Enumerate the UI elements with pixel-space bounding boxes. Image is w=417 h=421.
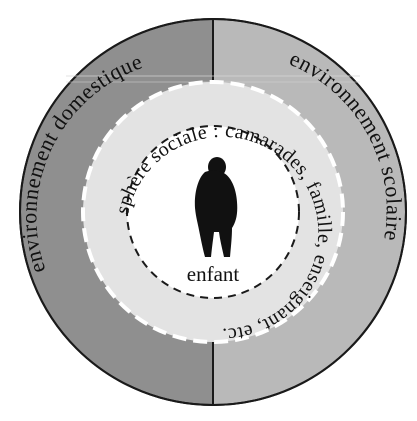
child-silhouette-icon [194,157,238,257]
child-dashed-border [126,125,300,299]
child-label: enfant [187,262,240,286]
social-sphere-dashed-border [81,80,345,344]
